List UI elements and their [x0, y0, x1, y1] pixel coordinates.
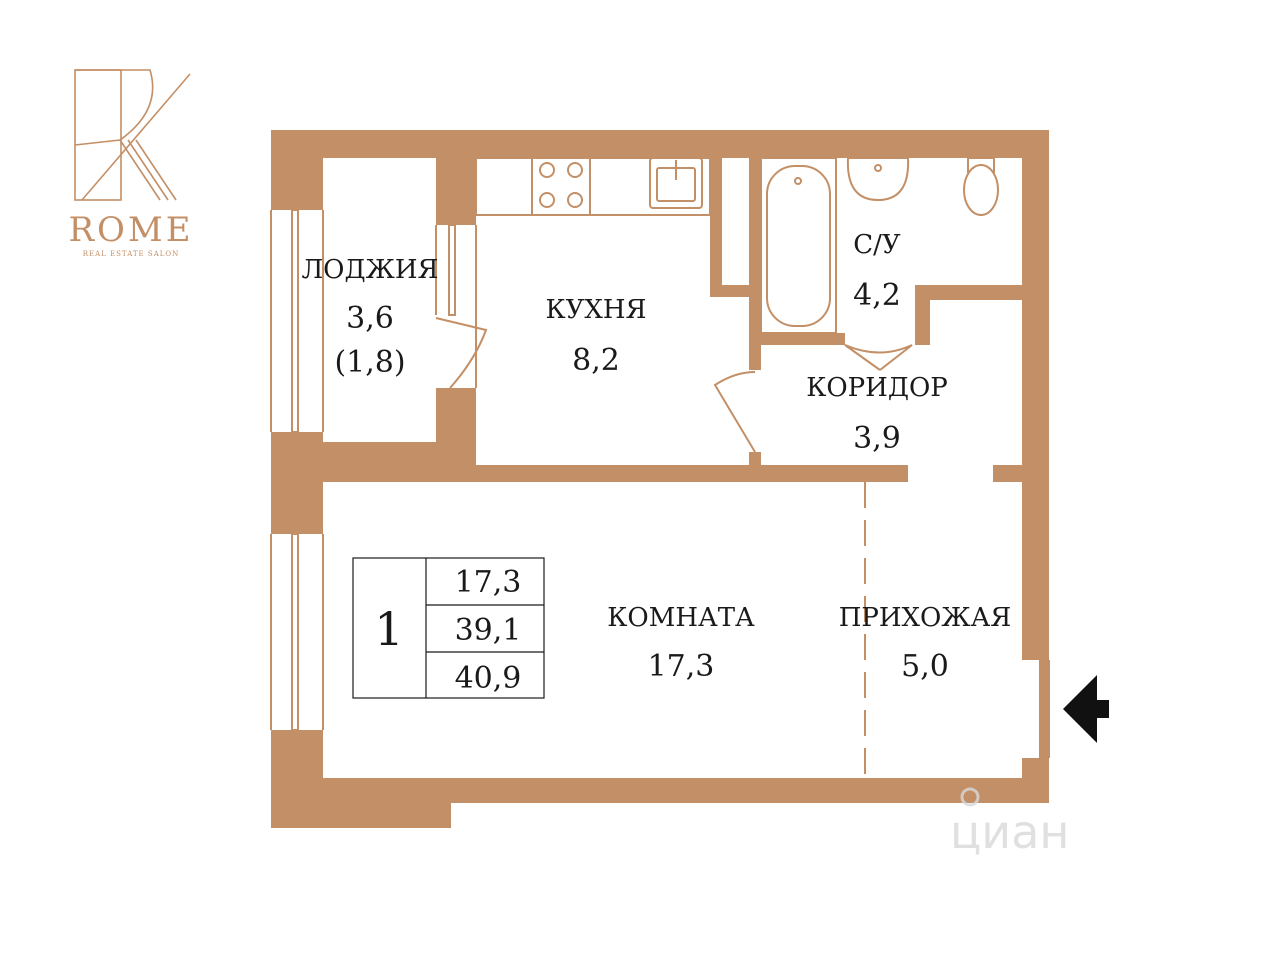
room-name: С/У — [853, 230, 901, 260]
rome-logo: ROME REAL ESTATE SALON — [68, 69, 193, 258]
washbasin-icon — [846, 157, 910, 202]
room-label-loggia: ЛОДЖИЯ 3,6 (1,8) — [301, 255, 438, 380]
room-label-bathroom: С/У 4,2 — [853, 230, 901, 313]
room-name: КОМНАТА — [607, 603, 755, 633]
room-area: 17,3 — [648, 649, 715, 684]
logo-name: ROME — [68, 210, 193, 250]
room-area: 8,2 — [572, 343, 620, 378]
room-name: КУХНЯ — [545, 295, 646, 325]
total-area: 39,1 — [455, 613, 522, 648]
kitchen-fixtures — [475, 157, 711, 216]
rooms-count: 1 — [374, 602, 403, 656]
entrance-arrow-icon — [1063, 675, 1109, 743]
walls — [271, 130, 1049, 828]
room-name: КОРИДОР — [806, 373, 948, 403]
living-area: 17,3 — [455, 565, 522, 600]
cian-watermark: циан — [950, 787, 1069, 859]
total-area-with-loggia: 40,9 — [455, 661, 522, 696]
room-label-kitchen: КУХНЯ 8,2 — [545, 295, 646, 378]
room-area-reduced: (1,8) — [334, 345, 405, 380]
doors — [435, 317, 913, 778]
bathroom-fixtures — [760, 157, 999, 334]
windows — [270, 209, 1050, 758]
room-name: ЛОДЖИЯ — [301, 255, 438, 285]
logo-tagline: REAL ESTATE SALON — [83, 250, 180, 258]
room-area: 3,9 — [853, 421, 901, 456]
room-area: 4,2 — [853, 278, 901, 313]
room-area: 5,0 — [901, 649, 949, 684]
room-label-hallway: ПРИХОЖАЯ 5,0 — [839, 603, 1012, 684]
area-summary-table: 1 17,3 39,1 40,9 — [352, 557, 545, 699]
room-label-room: КОМНАТА 17,3 — [607, 603, 755, 684]
watermark-text: циан — [950, 805, 1069, 859]
room-name: ПРИХОЖАЯ — [839, 603, 1012, 633]
room-area: 3,6 — [346, 301, 394, 336]
room-label-corridor: КОРИДОР 3,9 — [806, 373, 948, 456]
